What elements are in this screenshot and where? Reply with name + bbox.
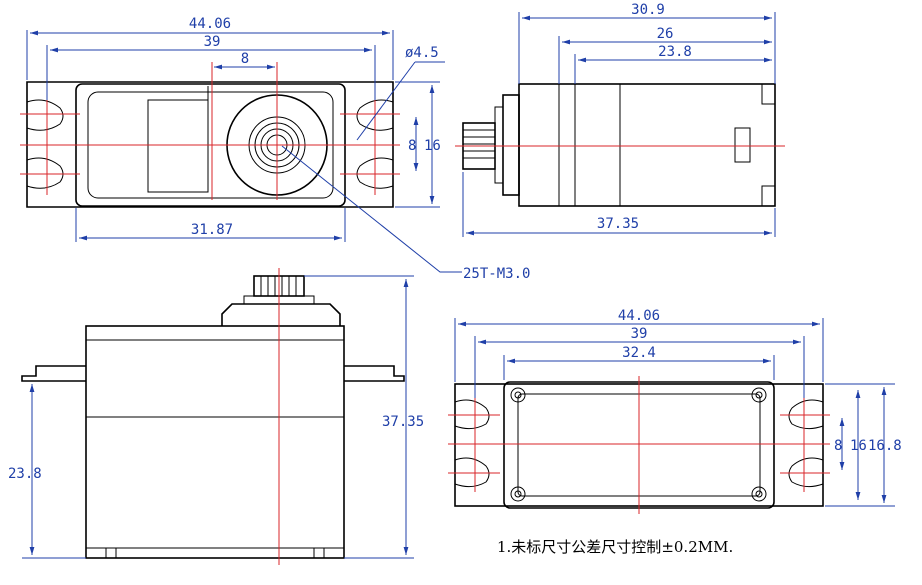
top-overall-width: 44.06 — [189, 16, 231, 32]
top-view: 44.06 39 8 ø4.5 16 8 31.87 — [20, 16, 462, 273]
top-hole-spacing: 8 — [408, 138, 416, 154]
front-flange-right — [344, 365, 405, 382]
top-tab-height: 16 — [424, 138, 441, 154]
spline-callout: 25T-M3.0 — [463, 266, 530, 282]
front-total-height: 37.35 — [382, 414, 424, 430]
side-view: 30.9 26 23.8 37.35 — [455, 2, 785, 237]
top-hole-diameter: ø4.5 — [405, 45, 439, 61]
front-view: 37.35 23.8 — [8, 268, 424, 565]
bottom-overall-width: 44.06 — [618, 308, 660, 324]
bottom-case-width: 32.4 — [622, 345, 656, 361]
side-body — [518, 83, 776, 207]
top-flange-outline — [26, 81, 394, 208]
bottom-hole-pitch: 39 — [631, 326, 648, 342]
side-overall-length: 30.9 — [631, 2, 665, 18]
side-total-height: 37.35 — [597, 216, 639, 232]
tolerance-note: 1.未标尺寸公差尺寸控制±0.2MM. — [497, 538, 733, 556]
front-body — [85, 325, 345, 559]
front-flange-left — [21, 365, 86, 382]
bottom-hole-spacing: 8 — [834, 438, 842, 454]
bottom-view: 44.06 39 32.4 16.8 16 8 — [448, 308, 902, 514]
top-spline-offset: 8 — [241, 51, 249, 67]
front-flange-height: 23.8 — [8, 466, 42, 482]
side-dim-a: 26 — [657, 26, 674, 42]
bottom-body-height: 16.8 — [868, 438, 902, 454]
bottom-tab-height: 16 — [850, 438, 867, 454]
top-hole-pitch: 39 — [204, 34, 221, 50]
side-dim-b: 23.8 — [658, 44, 692, 60]
top-body-width: 31.87 — [191, 222, 233, 238]
side-flange — [502, 94, 520, 196]
